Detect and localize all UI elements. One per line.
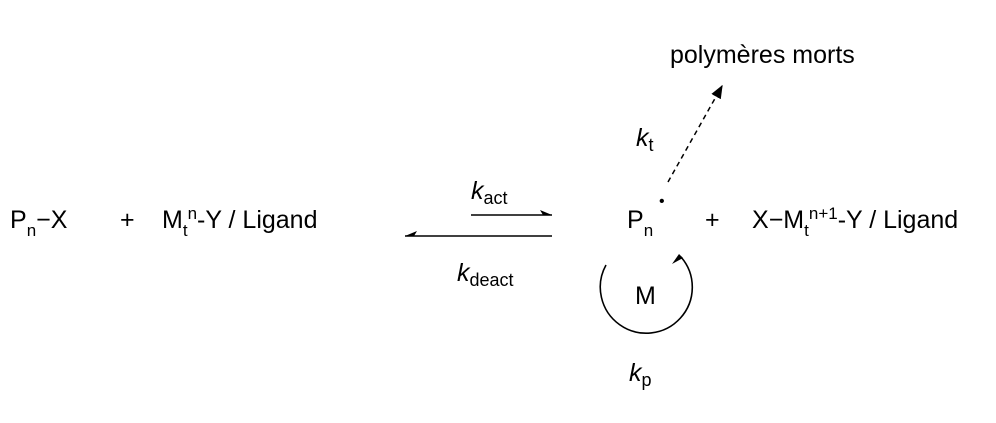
propagation-cycle-arc bbox=[599, 256, 694, 334]
plus-sign-right: + bbox=[705, 206, 720, 234]
plus-sign-left: + bbox=[120, 206, 135, 234]
dead-polymers-label: polymères morts bbox=[670, 41, 855, 69]
k-act-label: kact bbox=[471, 177, 508, 208]
equilibrium-arrows bbox=[405, 210, 552, 237]
termination-arrow bbox=[667, 84, 723, 183]
catalyst-complex: Mtn-Y / Ligand bbox=[162, 204, 318, 240]
oxidized-catalyst-complex: X−Mtn+1-Y / Ligand bbox=[752, 204, 958, 240]
monomer-label: M bbox=[635, 282, 656, 310]
k-deact-label: kdeact bbox=[457, 259, 514, 290]
dormant-species: Pn−X bbox=[10, 206, 68, 240]
k-t-label: kt bbox=[636, 124, 654, 155]
forward-arrow-head bbox=[540, 210, 552, 215]
propagation-cycle-arrowhead bbox=[672, 254, 683, 264]
k-p-label: kp bbox=[629, 359, 652, 390]
reverse-arrow-head bbox=[405, 231, 417, 236]
radical-dot: • bbox=[659, 193, 665, 210]
active-radical: Pn bbox=[627, 206, 653, 240]
